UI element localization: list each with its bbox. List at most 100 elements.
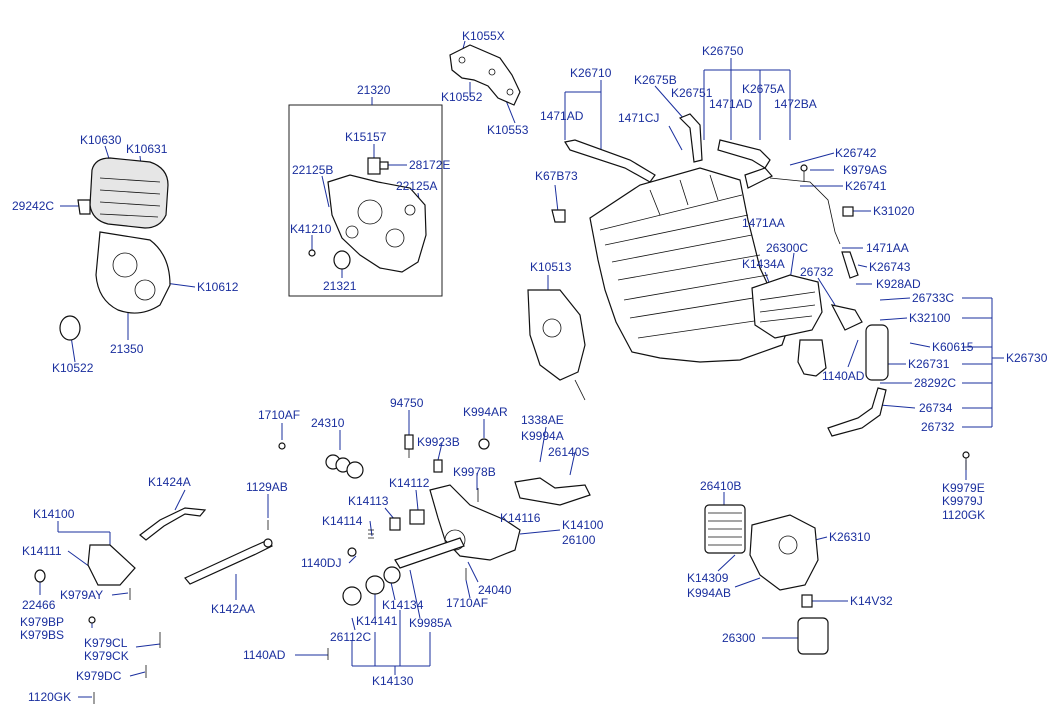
- oil-filter-assembly[interactable]: [797, 339, 827, 377]
- balance-gears-24310[interactable]: [325, 454, 364, 479]
- part-label[interactable]: 1710AF: [446, 596, 488, 610]
- part-label[interactable]: 26300C: [766, 241, 808, 255]
- part-label[interactable]: 26734: [919, 401, 953, 415]
- part-label[interactable]: 26140S: [548, 445, 589, 459]
- part-label[interactable]: K10612: [197, 280, 239, 294]
- part-label[interactable]: 1129AB: [246, 480, 288, 494]
- part-label[interactable]: K26731: [908, 357, 950, 371]
- bolt-1140dj[interactable]: [347, 547, 357, 557]
- part-label[interactable]: 26410B: [700, 479, 741, 493]
- part-label[interactable]: K60615: [932, 340, 974, 354]
- part-label[interactable]: K9978B: [453, 465, 496, 479]
- bushing-k14113[interactable]: [389, 517, 401, 531]
- part-label[interactable]: 26733C: [912, 291, 954, 305]
- part-label[interactable]: K14114: [322, 514, 363, 528]
- bolt-1710af[interactable]: [278, 442, 286, 450]
- part-label[interactable]: K10631: [126, 142, 168, 156]
- bolt-k41210[interactable]: [308, 249, 316, 257]
- nut-k994ar[interactable]: [478, 438, 490, 450]
- part-label[interactable]: 1471AD: [540, 109, 584, 123]
- part-label[interactable]: 1338AE: [521, 413, 564, 427]
- rear-gasket-k10513[interactable]: [527, 289, 586, 401]
- cap-k31020[interactable]: [842, 206, 854, 217]
- part-label[interactable]: K1434A: [742, 257, 785, 271]
- bracket-26732[interactable]: [830, 304, 863, 331]
- part-label[interactable]: K26751: [671, 86, 713, 100]
- part-label[interactable]: K14100: [562, 518, 604, 532]
- part-label[interactable]: K14112: [389, 476, 430, 490]
- part-label[interactable]: K14134: [382, 598, 424, 612]
- breather-hose-k26710[interactable]: [564, 139, 656, 183]
- part-label[interactable]: 1140AD: [822, 369, 865, 383]
- part-label[interactable]: 28172E: [409, 158, 450, 172]
- part-label[interactable]: K10553: [487, 123, 529, 137]
- pin-k9923b[interactable]: [433, 459, 443, 473]
- part-label[interactable]: K26730: [1006, 351, 1048, 365]
- part-label[interactable]: 29242C: [12, 199, 54, 213]
- part-label[interactable]: K10630: [80, 133, 122, 147]
- part-label[interactable]: K14111: [22, 544, 62, 558]
- bushing-k14112[interactable]: [409, 509, 425, 525]
- gasket-22466[interactable]: [34, 569, 46, 583]
- part-label[interactable]: K2675A: [742, 82, 785, 96]
- part-label[interactable]: K9923B: [417, 435, 460, 449]
- hose-26734[interactable]: [827, 387, 887, 437]
- oil-separator-26300c[interactable]: [751, 274, 823, 339]
- part-label[interactable]: K67B73: [535, 169, 578, 183]
- part-label[interactable]: K10522: [52, 361, 94, 375]
- oil-cooler-26410b[interactable]: [704, 504, 746, 554]
- part-label[interactable]: K1055X: [462, 29, 505, 43]
- sensor-k15157[interactable]: [367, 157, 389, 175]
- part-label[interactable]: 94750: [390, 396, 424, 410]
- bolt-k979bp[interactable]: [88, 616, 96, 624]
- part-label[interactable]: K9979E: [942, 481, 985, 495]
- part-label[interactable]: K142AA: [211, 602, 255, 616]
- part-label[interactable]: 24040: [478, 583, 512, 597]
- part-label[interactable]: K1424A: [148, 475, 191, 489]
- part-label[interactable]: 1140DJ: [301, 556, 341, 570]
- part-label[interactable]: 28292C: [914, 376, 956, 390]
- timing-belt-cover-lower[interactable]: [95, 231, 171, 314]
- part-label[interactable]: 1471AA: [742, 216, 785, 230]
- part-label[interactable]: K14309: [687, 571, 729, 585]
- part-label[interactable]: 26732: [921, 420, 955, 434]
- oil-pressure-switch-94750[interactable]: [404, 434, 414, 458]
- seal-k10522[interactable]: [59, 315, 81, 341]
- part-label[interactable]: 21350: [110, 342, 144, 356]
- part-label[interactable]: 1471CJ: [618, 111, 659, 125]
- part-label[interactable]: 22466: [22, 598, 56, 612]
- part-label[interactable]: K26742: [835, 146, 877, 160]
- part-label[interactable]: K10552: [441, 90, 483, 104]
- part-label[interactable]: K9979J: [942, 494, 983, 508]
- pcv-hoses-k26750[interactable]: [678, 113, 773, 189]
- part-label[interactable]: K14113: [348, 494, 389, 508]
- canister-k26731[interactable]: [865, 324, 889, 381]
- engine-block[interactable]: [589, 167, 791, 363]
- part-label[interactable]: K10513: [530, 260, 572, 274]
- oil-pipe-k142aa[interactable]: [184, 538, 273, 585]
- part-label[interactable]: K14130: [372, 674, 414, 688]
- cover-bracket-29242c[interactable]: [77, 199, 91, 215]
- oil-seal-21321[interactable]: [333, 250, 351, 270]
- oil-filter-housing-k26310[interactable]: [749, 514, 819, 591]
- part-label[interactable]: K26743: [869, 260, 911, 274]
- oil-pipe-k1424a[interactable]: [139, 507, 207, 541]
- part-label[interactable]: K14100: [33, 507, 75, 521]
- part-label[interactable]: K994AB: [687, 586, 731, 600]
- part-label[interactable]: K979BP: [20, 615, 64, 629]
- shaft-k14134[interactable]: [394, 537, 465, 569]
- timing-case[interactable]: [327, 174, 427, 273]
- part-label[interactable]: K14116: [500, 511, 541, 525]
- part-label[interactable]: K9985A: [409, 616, 452, 630]
- part-label[interactable]: 26732: [800, 265, 834, 279]
- part-label[interactable]: K979BS: [20, 628, 64, 642]
- part-label[interactable]: K994AR: [463, 405, 508, 419]
- part-label[interactable]: K41210: [290, 222, 332, 236]
- bracket-k67b73[interactable]: [551, 209, 566, 223]
- part-label[interactable]: 1471AD: [709, 97, 753, 111]
- part-label[interactable]: 1120GK: [28, 690, 71, 704]
- timing-belt-cover-upper[interactable]: [89, 157, 169, 229]
- part-label[interactable]: 1472BA: [774, 97, 817, 111]
- part-label[interactable]: K9994A: [521, 429, 564, 443]
- part-label[interactable]: K979AY: [60, 588, 103, 602]
